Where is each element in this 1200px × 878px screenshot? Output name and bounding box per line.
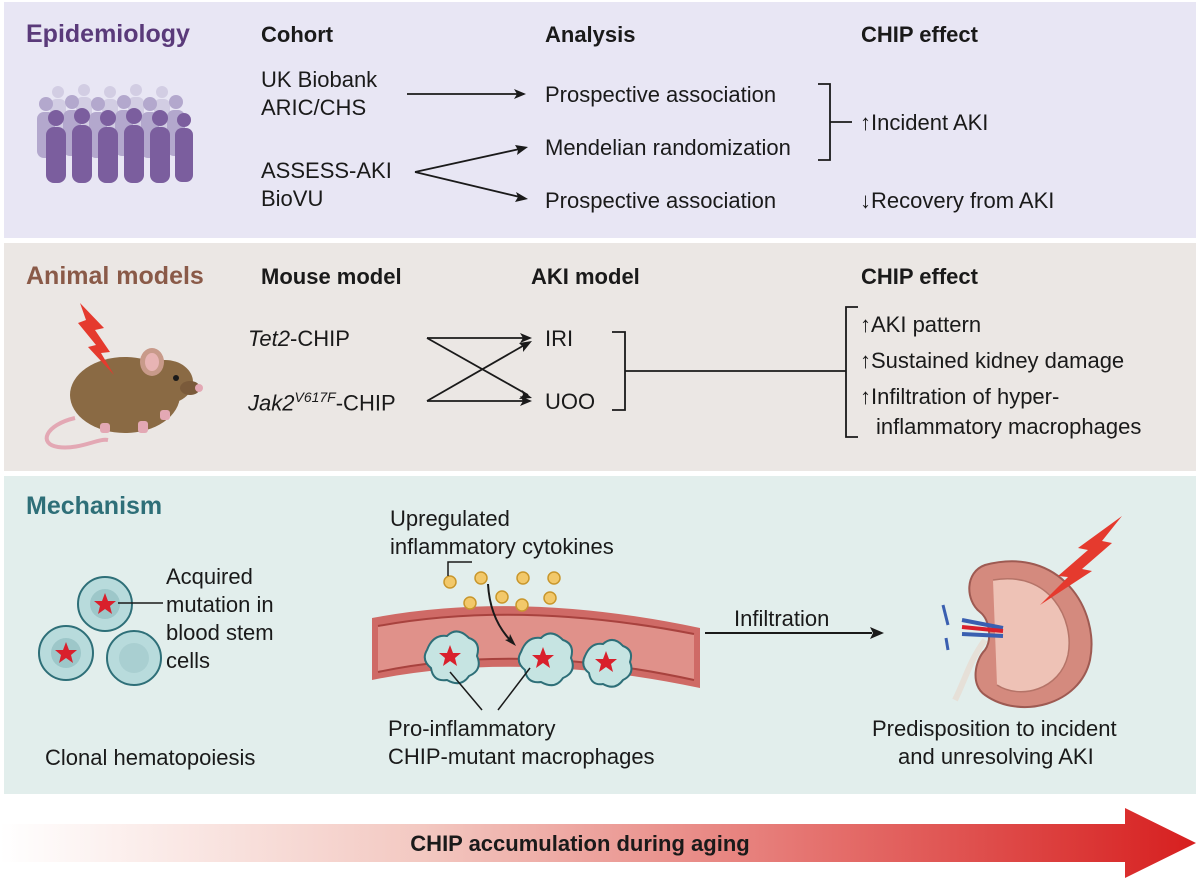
mechanism-connectors: [447, 561, 884, 711]
model-suffix: -CHIP: [290, 326, 350, 351]
animal-graphics: [44, 303, 858, 450]
effect-label: Incident AKI: [871, 110, 989, 135]
aki-model-header: AKI model: [531, 264, 640, 289]
mutation-star-icon: [94, 593, 116, 614]
effect-recovery-aki: ↓Recovery from AKI: [860, 188, 1054, 213]
lightning-bolt-icon: [1040, 516, 1122, 605]
acquired-line3: blood stem: [166, 620, 274, 645]
macrophages-line1: Pro-inflammatory: [388, 716, 556, 741]
mouse-model-header: Mouse model: [261, 264, 402, 289]
analysis-header: Analysis: [545, 22, 636, 47]
mechanism-title: Mechanism: [26, 492, 163, 520]
analysis-prospective-1: Prospective association: [545, 82, 777, 107]
down-arrow-icon: ↓: [860, 188, 871, 213]
clonal-hematopoiesis-label: Clonal hematopoiesis: [45, 745, 256, 770]
animal-models-title: Animal models: [26, 262, 204, 290]
gene-name: Jak2: [248, 390, 295, 416]
epidemiology-panel: [4, 2, 1196, 238]
chip-effect-header: CHIP effect: [861, 22, 978, 47]
aki-model-iri: IRI: [545, 326, 574, 351]
effect-infiltration: ↑Infiltration of hyper-: [860, 384, 1060, 409]
mouse-model-jak2: Jak2V617F-CHIP: [248, 389, 396, 416]
chip-accumulation-arrow: CHIP accumulation during aging: [0, 808, 1196, 878]
cohort-header: Cohort: [261, 22, 334, 47]
outcome-line2: and unresolving AKI: [898, 744, 1094, 769]
effect-sustained-damage: ↑Sustained kidney damage: [860, 348, 1125, 373]
effect-infiltration-line2: inflammatory macrophages: [876, 414, 1142, 439]
effect-aki-pattern: ↑AKI pattern: [860, 312, 982, 337]
macrophage-cells: [423, 630, 633, 688]
epidemiology-connectors: [407, 83, 852, 202]
mutation-superscript: V617F: [294, 389, 336, 405]
cytokine-dots: [443, 571, 561, 612]
up-arrow-icon: ↑: [860, 348, 871, 373]
cohort-assess-aki: ASSESS-AKI: [261, 158, 392, 183]
cohort-aric-chs: ARIC/CHS: [261, 95, 367, 120]
analysis-prospective-2: Prospective association: [545, 188, 777, 213]
mouse-model-tet2: Tet2-CHIP: [248, 326, 350, 351]
lightning-bolt-icon: [78, 303, 114, 375]
epidemiology-graphics: [37, 83, 852, 202]
acquired-line1: Acquired: [166, 564, 253, 589]
gene-name: Tet2: [248, 326, 291, 351]
animal-models-panel: [4, 243, 1196, 471]
macrophages-line2: CHIP-mutant macrophages: [388, 744, 655, 769]
analysis-mendelian: Mendelian randomization: [545, 135, 791, 160]
cytokines-line2: inflammatory cytokines: [390, 534, 614, 559]
mechanism-graphics: [38, 516, 1122, 711]
model-suffix: -CHIP: [335, 390, 396, 416]
acquired-line4: cells: [166, 648, 211, 673]
outcome-line1: Predisposition to incident: [872, 716, 1117, 741]
blood-stem-cells-icon: [38, 576, 163, 686]
effect-label: Recovery from AKI: [871, 188, 1055, 213]
mouse-icon: [44, 348, 203, 450]
effect-incident-aki: ↑Incident AKI: [860, 110, 988, 135]
mutation-star-icon: [55, 642, 77, 663]
up-arrow-icon: ↑: [860, 312, 871, 337]
acquired-line2: mutation in: [166, 592, 274, 617]
epidemiology-title: Epidemiology: [26, 20, 190, 48]
up-arrow-icon: ↑: [860, 110, 871, 135]
chip-accumulation-label: CHIP accumulation during aging: [410, 831, 749, 856]
population-crowd-icon: [37, 84, 193, 183]
kidney-icon: [941, 560, 1093, 709]
infiltration-label: Infiltration: [734, 606, 830, 631]
up-arrow-icon: ↑: [860, 384, 871, 409]
cohort-biovu: BioVU: [261, 186, 324, 211]
cohort-uk-biobank: UK Biobank: [261, 67, 378, 92]
animal-connectors: [426, 306, 858, 438]
animal-chip-effect-header: CHIP effect: [861, 264, 978, 289]
aki-model-uoo: UOO: [545, 389, 596, 414]
cytokines-line1: Upregulated: [390, 506, 510, 531]
